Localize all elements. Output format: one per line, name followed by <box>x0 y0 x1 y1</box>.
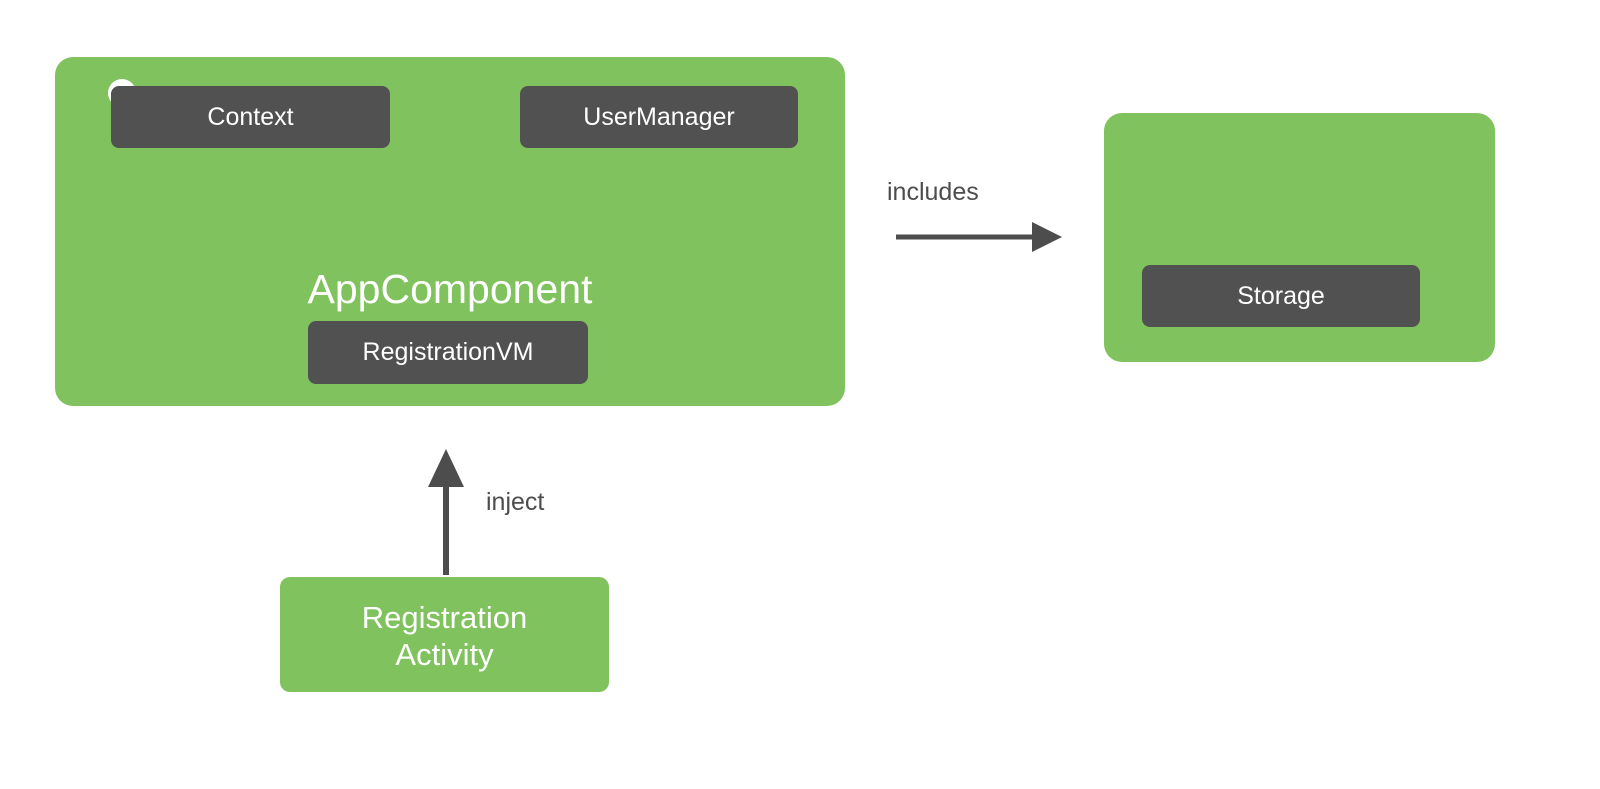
node-registration-activity[interactable]: Registration Activity <box>280 577 609 692</box>
chip-registrationvm[interactable]: RegistrationVM <box>308 321 588 384</box>
chip-context[interactable]: Context <box>111 86 390 148</box>
arrow-up-icon <box>428 449 464 575</box>
node-app-component-title: AppComponent <box>307 266 593 312</box>
arrow-right-icon <box>896 222 1062 252</box>
chip-storage-label: Storage <box>1237 281 1325 310</box>
edge-inject-label: inject <box>486 488 545 516</box>
node-storage-module[interactable]: StorageModule Storage <box>1104 113 1495 362</box>
chip-storage[interactable]: Storage <box>1142 265 1420 327</box>
node-registration-activity-title: Registration Activity <box>361 600 528 672</box>
chip-registrationvm-label: RegistrationVM <box>362 338 534 366</box>
chip-context-label: Context <box>207 102 294 131</box>
chip-usermanager-label: UserManager <box>583 102 735 131</box>
node-app-component[interactable]: AppComponent Context UserManager Registr… <box>55 57 845 406</box>
chip-usermanager[interactable]: UserManager <box>520 86 798 148</box>
edge-includes-label: includes <box>887 178 979 206</box>
